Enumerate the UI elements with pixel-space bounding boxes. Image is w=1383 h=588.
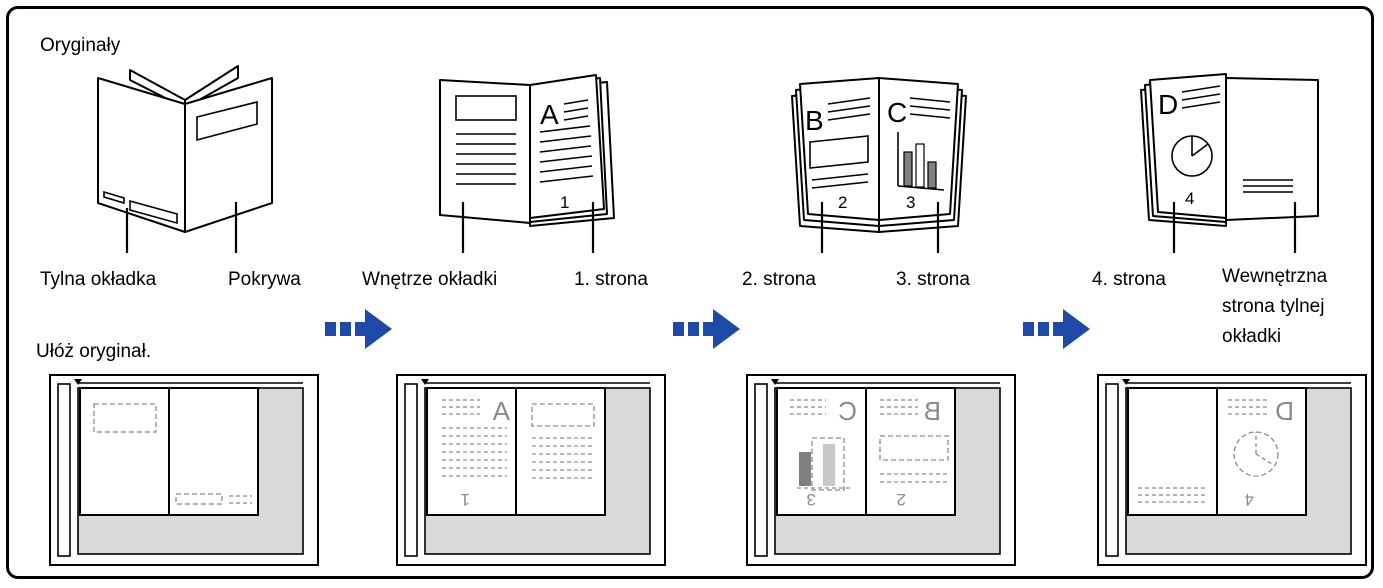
mirrored-number-1: 1 (461, 490, 470, 509)
label-inside-cover: Wnętrze okładki (362, 269, 498, 290)
label-page-4: 4. strona (1092, 269, 1166, 290)
mirrored-letter-b: B (924, 396, 941, 426)
mirrored-number-4: 4 (1245, 490, 1254, 509)
letter-b: B (805, 105, 824, 136)
scanner-glass-4: D 4 (1097, 374, 1367, 566)
scanner-glass-3: C 3 B 2 (746, 374, 1016, 566)
label-page-3: 3. strona (896, 269, 970, 290)
letter-d: D (1158, 89, 1178, 120)
label-back-cover: Tylna okładka (40, 269, 157, 290)
mirrored-number-2: 2 (897, 490, 906, 509)
letter-c: C (887, 97, 907, 128)
booklet-folded-originals (97, 65, 273, 253)
label-page-1: 1. strona (574, 269, 648, 290)
page-number-1: 1 (560, 193, 569, 212)
scanner-glass-1 (49, 374, 319, 566)
mirrored-letter-a: A (492, 396, 510, 426)
arrow-step-3 (1023, 309, 1090, 349)
letter-a: A (540, 99, 559, 130)
label-page-2: 2. strona (742, 269, 816, 290)
booklet-page4-back-cover: D 4 (1140, 73, 1319, 253)
booklet-inside-cover-page1: A 1 (439, 74, 615, 253)
section-originals-title: Oryginały (40, 35, 121, 56)
section-place-title: Ułóż oryginał. (36, 341, 152, 362)
scanner-glass-2: A 1 (396, 374, 666, 566)
label-cover: Pokrywa (228, 269, 301, 290)
page-number-2: 2 (838, 193, 847, 212)
page-number-3: 3 (906, 193, 915, 212)
mirrored-number-3: 3 (807, 490, 816, 509)
arrow-step-2 (673, 309, 740, 349)
mirrored-letter-d: D (1275, 396, 1294, 426)
arrow-step-1 (325, 309, 392, 349)
page-number-4: 4 (1185, 189, 1194, 208)
label-inside-back-cover: Wewnętrzna strona tylnej okładki (1222, 266, 1328, 347)
mirrored-letter-c: C (838, 396, 857, 426)
booklet-pages-2-3: B 2 C 3 (791, 77, 967, 253)
